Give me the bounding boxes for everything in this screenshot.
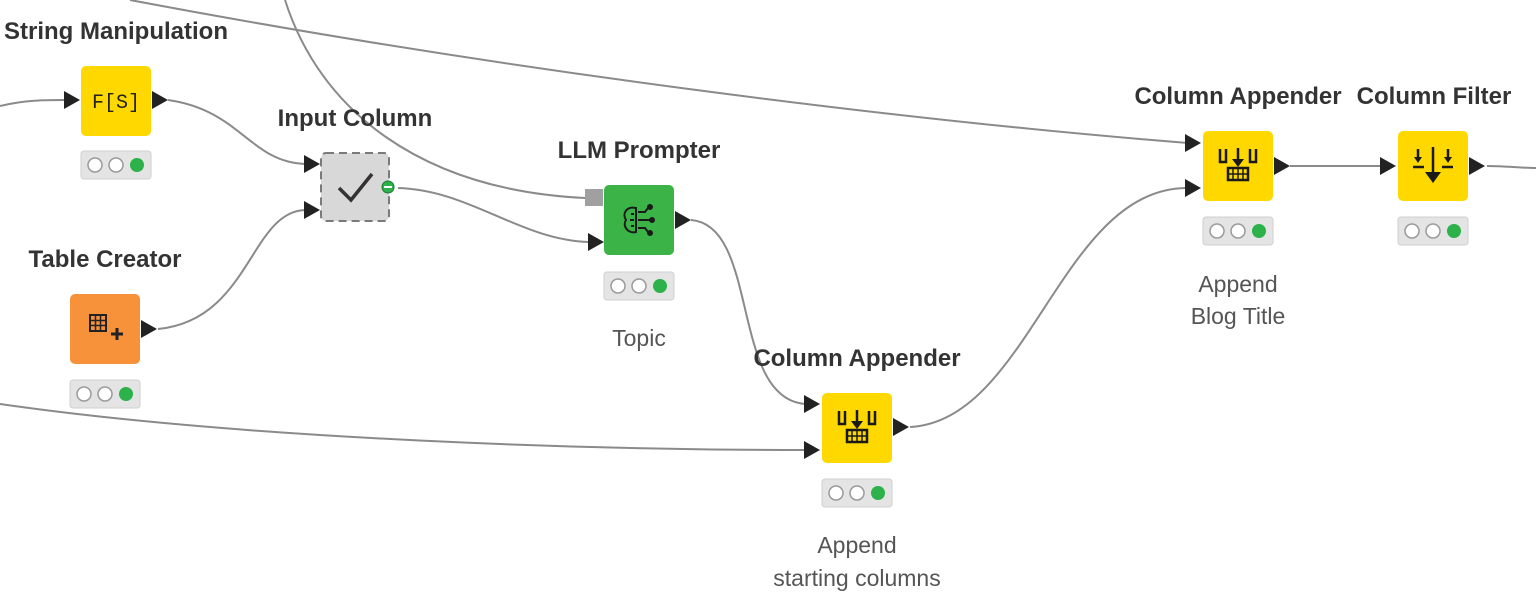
input-port[interactable]	[304, 201, 320, 219]
output-port-mark	[384, 186, 392, 188]
node-llm-prompter[interactable]: LLM Prompter Topic	[558, 137, 721, 351]
output-port[interactable]	[893, 418, 909, 436]
node-title: Table Creator	[29, 246, 182, 273]
input-port[interactable]	[1380, 157, 1396, 175]
status-traffic-light	[69, 379, 141, 409]
status-traffic-light	[1397, 216, 1469, 246]
output-port[interactable]	[141, 320, 157, 338]
status-traffic-light	[603, 271, 675, 301]
input-port[interactable]	[64, 91, 80, 109]
node-title: Column Appender	[1134, 83, 1341, 110]
node-annotation[interactable]: Topic	[612, 325, 666, 351]
node-annotation-line-2[interactable]: Blog Title	[1191, 303, 1286, 329]
string-manipulation-icon: F[S]	[92, 92, 140, 115]
node-body[interactable]	[81, 66, 151, 136]
node-title: String Manipulation	[4, 18, 228, 45]
node-column-filter[interactable]: Column Filter	[1357, 83, 1512, 246]
node-title: Input Column	[278, 105, 433, 132]
output-port[interactable]	[1274, 157, 1290, 175]
connection-string-manipulation-to-input-column[interactable]	[167, 99, 306, 165]
node-annotation-line-2[interactable]: starting columns	[773, 565, 940, 591]
connection-column-filter-out[interactable]	[1486, 165, 1536, 169]
connection-left-to-column-appender-1[interactable]	[0, 403, 807, 451]
output-port[interactable]	[675, 211, 691, 229]
connection-input-column-to-llm-prompter[interactable]	[397, 187, 590, 243]
input-port[interactable]	[588, 233, 604, 251]
column-append-icon	[1218, 148, 1258, 182]
table-plus-icon	[89, 314, 123, 340]
node-string-manipulation[interactable]: String Manipulation F[S]	[4, 18, 228, 180]
node-input-column[interactable]: Input Column	[278, 105, 433, 222]
output-port[interactable]	[1469, 157, 1485, 175]
output-port[interactable]	[152, 91, 168, 109]
status-traffic-light	[821, 478, 893, 508]
connection-table-creator-to-input-column[interactable]	[157, 209, 306, 330]
input-port[interactable]	[804, 441, 820, 459]
ai-brain-icon	[623, 204, 655, 236]
node-column-appender-append-starting-columns[interactable]: Column Appender Append starting columns	[753, 345, 960, 591]
input-port[interactable]	[804, 395, 820, 413]
node-annotation-line-1[interactable]: Append	[817, 532, 896, 558]
connection-llm-prompter-to-column-appender-1[interactable]	[690, 219, 807, 405]
status-traffic-light	[80, 150, 152, 180]
connection-top-to-column-appender-2[interactable]	[129, 0, 1189, 144]
node-table-creator[interactable]: Table Creator	[29, 246, 182, 409]
node-column-appender-append-blog-title[interactable]: Column Appender Append Blog Title	[1134, 83, 1341, 329]
connection-left-to-string-manipulation[interactable]	[0, 99, 66, 107]
input-port[interactable]	[1185, 134, 1201, 152]
node-body[interactable]	[320, 152, 390, 222]
flow-variable-port[interactable]	[585, 189, 603, 206]
node-title: Column Appender	[753, 345, 960, 372]
connections	[0, 0, 1536, 451]
connection-top-to-llm-prompter-var[interactable]	[284, 0, 586, 199]
node-annotation-line-1[interactable]: Append	[1198, 271, 1277, 297]
checkmark-icon	[337, 172, 374, 203]
status-traffic-light	[1202, 216, 1274, 246]
node-title: LLM Prompter	[558, 137, 721, 164]
node-title: Column Filter	[1357, 83, 1512, 110]
connection-column-appender-1-to-column-appender-2[interactable]	[909, 187, 1187, 428]
column-filter-icon	[1413, 147, 1453, 183]
input-port[interactable]	[304, 155, 320, 173]
column-append-icon	[837, 410, 877, 444]
input-port[interactable]	[1185, 179, 1201, 197]
